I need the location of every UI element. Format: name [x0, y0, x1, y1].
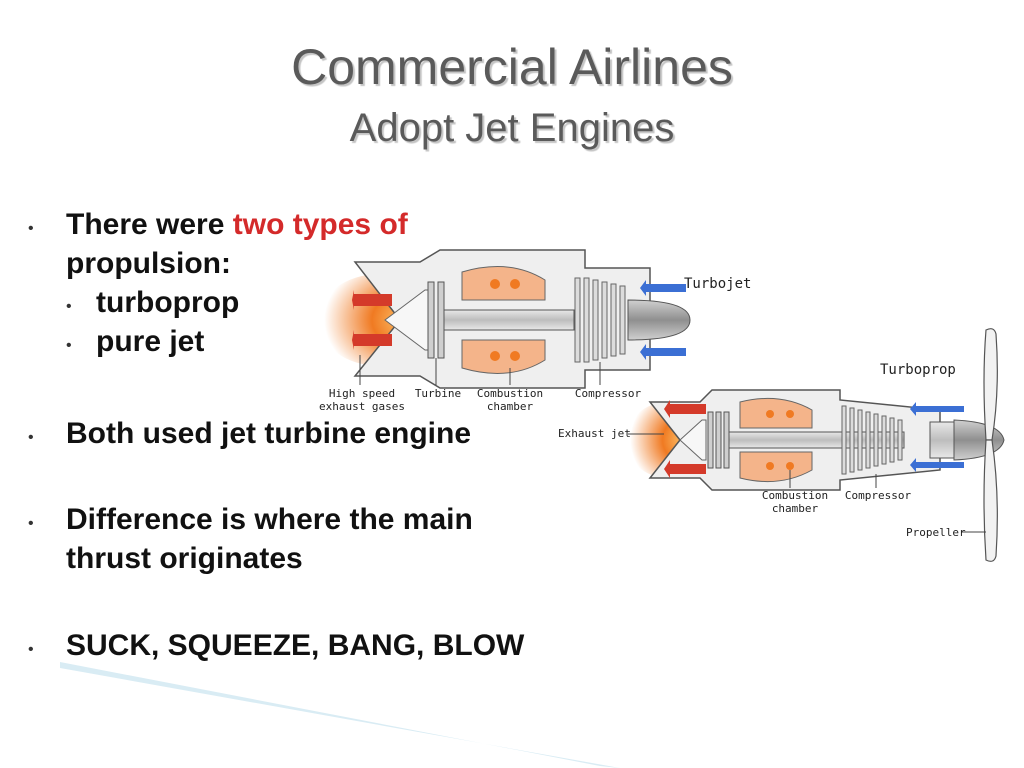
bullet-dot: • — [28, 429, 34, 446]
turbojet-intake-arrows — [640, 280, 686, 360]
turboprop-compressor — [841, 405, 903, 475]
label-tp-compressor: Compressor — [845, 489, 912, 502]
bullet-dot: • — [28, 641, 34, 658]
turboprop-turbine — [707, 411, 730, 469]
turboprop-intake-arrows — [910, 402, 964, 472]
turboprop-exhaust-arrows — [664, 400, 706, 478]
sub-bullet-turboprop: • turboprop — [66, 283, 561, 322]
turbojet-compressor — [574, 277, 626, 363]
bullet-dot: • — [28, 515, 34, 532]
label-turbine: Turbine — [415, 387, 461, 400]
label-high-speed: High speed — [329, 387, 395, 400]
bullet-dot: • — [28, 220, 34, 237]
turbojet-combustion-chamber — [461, 266, 546, 374]
label-exhaust-jet: Exhaust jet — [558, 427, 631, 440]
turbojet-leader-lines — [359, 355, 601, 385]
sub-bullet-pure-jet: • pure jet — [66, 322, 561, 361]
label-compressor: Compressor — [575, 387, 642, 400]
turboprop-diagram: Turboprop Exhaust jet Combustion chamber… — [558, 328, 1005, 562]
bullet-highlight: two types of — [232, 208, 408, 241]
label-tp-combustion: Combustion — [762, 489, 828, 502]
slide-title-line2: Adopt Jet Engines — [349, 106, 675, 150]
bullet-text: SUCK, SQUEEZE, BANG, BLOW — [66, 629, 525, 662]
label-exhaust-gases: exhaust gases — [319, 400, 405, 413]
turboprop-combustion-chamber — [739, 397, 813, 483]
turboprop-spinner — [953, 419, 1005, 461]
label-combustion: Combustion — [477, 387, 543, 400]
sub-bullet-text: pure jet — [96, 325, 205, 358]
sub-bullet-text: turboprop — [96, 286, 240, 319]
turbojet-diagram: Turbojet High speed exhaust gases Turbin… — [318, 249, 751, 413]
bullet-dot: • — [66, 298, 72, 315]
bullet-dot: • — [66, 337, 72, 354]
turbojet-exhaust-arrows — [352, 290, 392, 350]
turboprop-title: Turboprop — [880, 362, 956, 378]
propeller — [983, 328, 998, 562]
label-tp-chamber: chamber — [772, 502, 819, 515]
bullet-text: Difference is where the main thrust orig… — [66, 503, 473, 575]
bullet-text: Both used jet turbine engine — [66, 417, 472, 450]
turbojet-shaft — [443, 309, 575, 331]
bullet-text-cont: propulsion: — [66, 247, 231, 280]
bullet-text: There were — [66, 208, 233, 241]
label-chamber: chamber — [487, 400, 534, 413]
turbojet-nose-cone — [627, 299, 691, 341]
turboprop-leader-lines — [628, 433, 986, 533]
label-propeller: Propeller — [906, 526, 966, 539]
turbojet-title: Turbojet — [684, 276, 751, 292]
slide-title-line1: Commercial Airlines — [291, 39, 733, 95]
